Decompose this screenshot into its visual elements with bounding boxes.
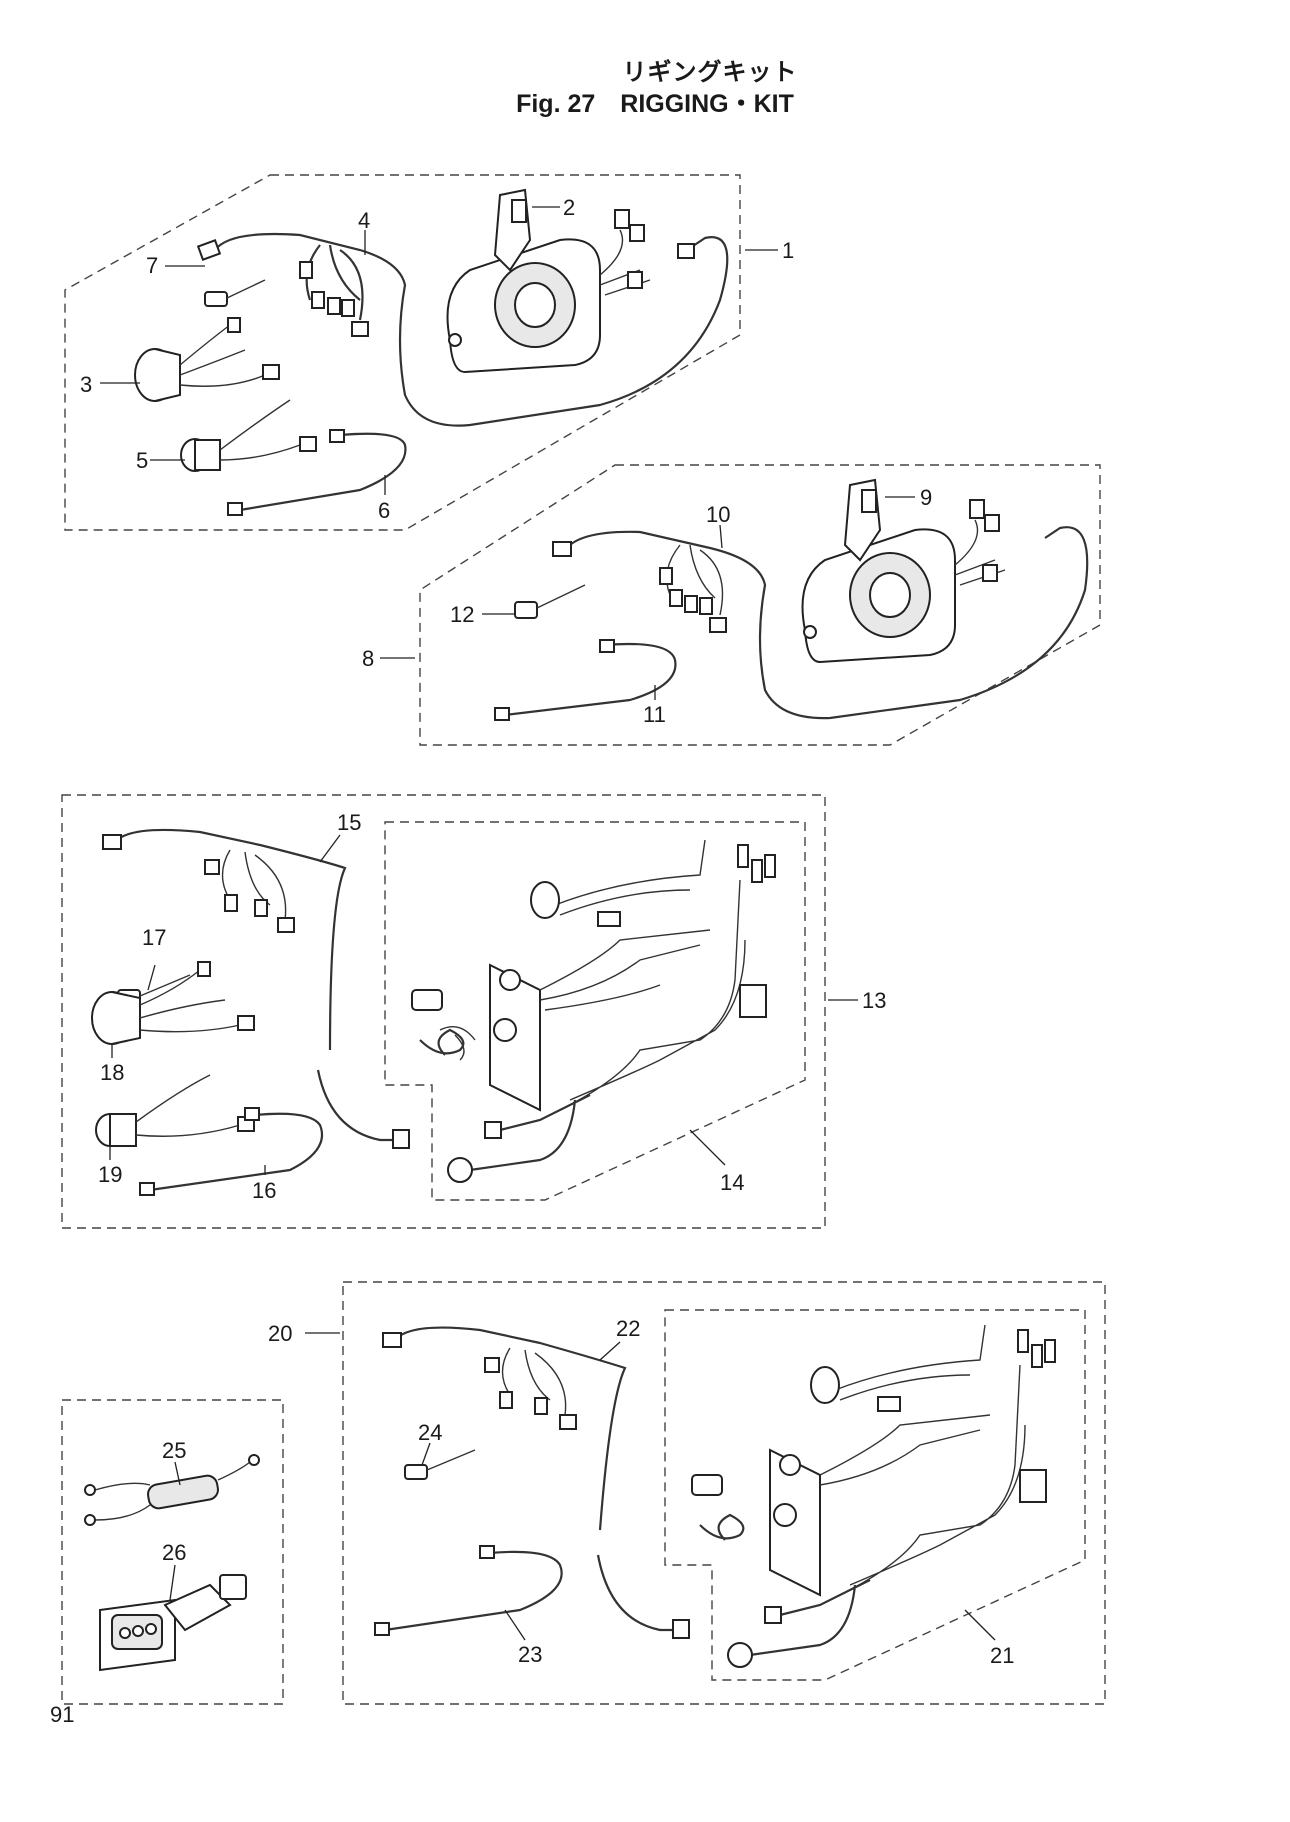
group-1-frame: [64, 174, 741, 531]
wire-lead-25: [84, 1454, 260, 1526]
wiring-harness-4: [196, 232, 729, 427]
callout-26: 26: [162, 1540, 186, 1565]
callout-2: 2: [563, 195, 575, 220]
callout-7: 7: [146, 253, 158, 278]
connector-7: [204, 279, 266, 307]
trim-switch-26: [99, 1574, 247, 1672]
cable-11: [494, 639, 677, 721]
callout-5: 5: [136, 448, 148, 473]
callout-20: 20: [268, 1321, 292, 1346]
callout-labels: 1 2 3 4 5 6 7 8 9 10 11 12 13 14 15 16 1…: [80, 195, 1014, 1668]
callout-4: 4: [358, 208, 370, 233]
callout-12: 12: [450, 602, 474, 627]
main-switch-panel-21: [691, 1324, 1056, 1668]
remote-control-box-1: [446, 188, 651, 374]
callout-15: 15: [337, 810, 361, 835]
figure-title-japanese: リギングキット: [622, 58, 798, 86]
connector-24: [404, 1449, 476, 1480]
callout-10: 10: [706, 502, 730, 527]
tachometer-gauge-3: [134, 317, 280, 402]
callout-13: 13: [862, 988, 886, 1013]
main-switch-panel-14: [411, 839, 776, 1183]
leader-lines: [100, 206, 996, 1641]
page-number: 91: [50, 1702, 75, 1727]
callout-8: 8: [362, 646, 374, 671]
group-8-frame: [419, 464, 1101, 746]
callout-24: 24: [418, 1420, 442, 1445]
callout-18: 18: [100, 1060, 124, 1085]
wiring-harness-22: [382, 1326, 690, 1639]
group-20-frame: [342, 1281, 1106, 1705]
group-21-subframe: [664, 1309, 1086, 1681]
callout-16: 16: [252, 1178, 276, 1203]
callout-22: 22: [616, 1316, 640, 1341]
callout-25: 25: [162, 1438, 186, 1463]
callout-21: 21: [990, 1643, 1014, 1668]
tachometer-gauge-18: [91, 961, 255, 1045]
callout-19: 19: [98, 1162, 122, 1187]
cable-16: [139, 1107, 324, 1196]
callout-23: 23: [518, 1642, 542, 1667]
callout-1: 1: [782, 238, 794, 263]
group-13-frame: [61, 794, 826, 1229]
connector-12: [514, 584, 586, 619]
callout-17: 17: [142, 925, 166, 950]
cable-23: [374, 1545, 563, 1636]
switch-19: [95, 1074, 255, 1147]
callout-3: 3: [80, 372, 92, 397]
remote-control-box-8: [801, 478, 1006, 664]
callout-6: 6: [378, 498, 390, 523]
group-14-subframe: [384, 821, 806, 1201]
wiring-harness-10: [552, 526, 1089, 720]
figure-title-english: Fig. 27 RIGGING・KIT: [516, 90, 794, 118]
callout-9: 9: [920, 485, 932, 510]
callout-14: 14: [720, 1170, 744, 1195]
switch-5: [180, 399, 317, 472]
callout-11: 11: [643, 702, 666, 727]
wiring-harness-15: [102, 828, 410, 1149]
cable-6: [227, 429, 407, 516]
group-25-26-frame: [61, 1399, 284, 1705]
